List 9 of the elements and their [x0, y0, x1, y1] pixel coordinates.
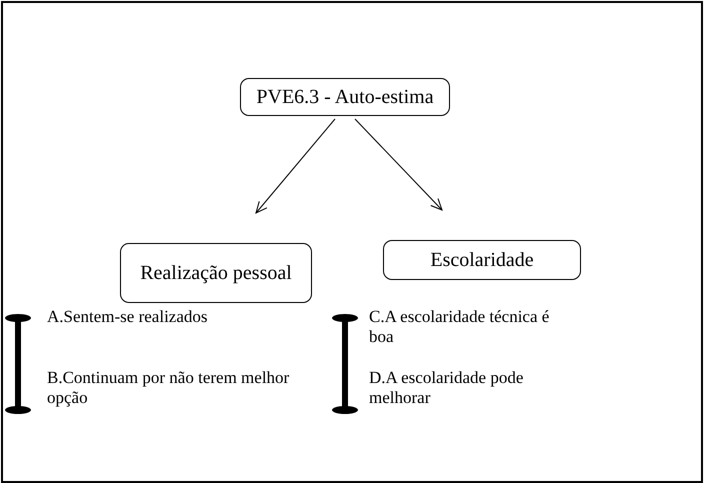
arrow	[354, 118, 442, 210]
scale-item-text: D.A escolaridade pode melhorar	[369, 368, 524, 409]
scale-item-text: C.A escolaridade técnica é boa	[369, 307, 550, 348]
scale-item-text: B.Continuam por não terem melhor opção	[47, 368, 290, 409]
arrow	[256, 118, 336, 214]
rounded-box: PVE6.3 - Auto-estima	[240, 78, 450, 116]
rounded-box: Realização pessoal	[120, 243, 312, 303]
rounded-box: Escolaridade	[383, 240, 581, 280]
scale-item-text: A.Sentem-se realizados	[47, 307, 208, 328]
